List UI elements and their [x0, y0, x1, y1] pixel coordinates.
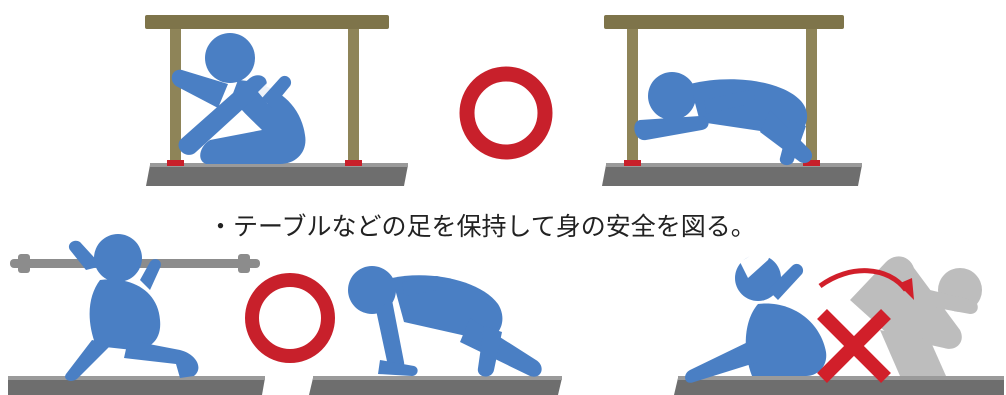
wrong-mark-stroke-2: [817, 309, 891, 383]
correct-mark-circle: ○: [245, 273, 335, 363]
person-head: [348, 266, 396, 314]
floor-slab: [602, 165, 862, 186]
person-arm-2: [768, 263, 804, 300]
person-head: [648, 72, 696, 120]
person-crawling-floor: [348, 266, 542, 377]
ghost-person-torso: [850, 256, 962, 349]
person-head: [94, 234, 142, 282]
person-arm: [68, 240, 102, 270]
person-kneeling: [65, 234, 199, 381]
floor-slab-top: [313, 376, 562, 380]
person-forearm: [704, 90, 756, 114]
correct-mark-circle: ○: [459, 66, 553, 160]
correct-mark-2: ○ ○: [245, 273, 335, 363]
ghost-person-rolling: [850, 256, 982, 376]
floor-slab-top: [8, 376, 265, 380]
person-arm: [634, 116, 709, 141]
person-hand: [378, 360, 418, 376]
panel-crouch-under-table: [145, 15, 408, 186]
floor-slab-top: [678, 376, 1004, 380]
person-arm: [740, 248, 770, 278]
person-arm-front: [262, 75, 292, 108]
table-leg-right: [348, 29, 359, 165]
caption-text: ・テーブルなどの足を保持して身の安全を図る。: [208, 212, 756, 241]
table-foot-left: [167, 160, 184, 166]
person-crouching: [171, 33, 306, 164]
person-leg: [685, 340, 758, 383]
floor-slab: [309, 378, 562, 395]
person-body: [200, 80, 306, 164]
floor-slab-top: [150, 163, 408, 167]
person-leg: [460, 318, 542, 377]
floor-slab-top: [606, 163, 862, 167]
person-thigh: [779, 120, 806, 166]
table-top: [145, 15, 389, 29]
panel-crawl-on-floor: [309, 266, 562, 395]
panel-crawl-under-table: [602, 15, 862, 186]
floor-slab: [674, 378, 1004, 395]
table-leg-left: [627, 29, 638, 165]
person-leg-back: [65, 340, 112, 381]
panel-kneel-holding-pipe: [8, 234, 265, 395]
table-foot-right: [345, 160, 362, 166]
person-arm: [376, 300, 405, 372]
floor-slab: [8, 378, 265, 395]
person-torso: [89, 279, 161, 350]
pipe-joint-left: [18, 254, 30, 273]
rotation-arrowhead: [898, 278, 914, 300]
table-leg-left: [170, 29, 181, 165]
table-leg-right: [806, 29, 817, 165]
person-arm: [171, 69, 228, 108]
pipe-joint-right: [238, 254, 250, 273]
person-arm-right: [140, 259, 161, 290]
person-knee-arm: [178, 75, 267, 155]
person-head: [205, 33, 255, 83]
table-top: [604, 15, 844, 29]
rotation-arrow: [818, 268, 908, 292]
ghost-person-arm: [926, 290, 978, 314]
wrong-mark: ×: [817, 309, 891, 383]
ghost-person-leg: [880, 330, 946, 376]
floor-slab: [146, 165, 408, 186]
person-arm-top: [402, 276, 444, 296]
person-falling: [685, 248, 827, 383]
table-foot-left: [624, 160, 641, 166]
correct-mark-1: ○ ○: [459, 66, 553, 160]
person-torso: [745, 303, 827, 376]
table-foot-right: [803, 160, 820, 166]
person-leg-front: [124, 340, 199, 378]
person-crawling: [634, 72, 813, 166]
person-thigh: [477, 326, 502, 377]
panel-fall-backwards-wrong: ×: [674, 248, 1004, 395]
